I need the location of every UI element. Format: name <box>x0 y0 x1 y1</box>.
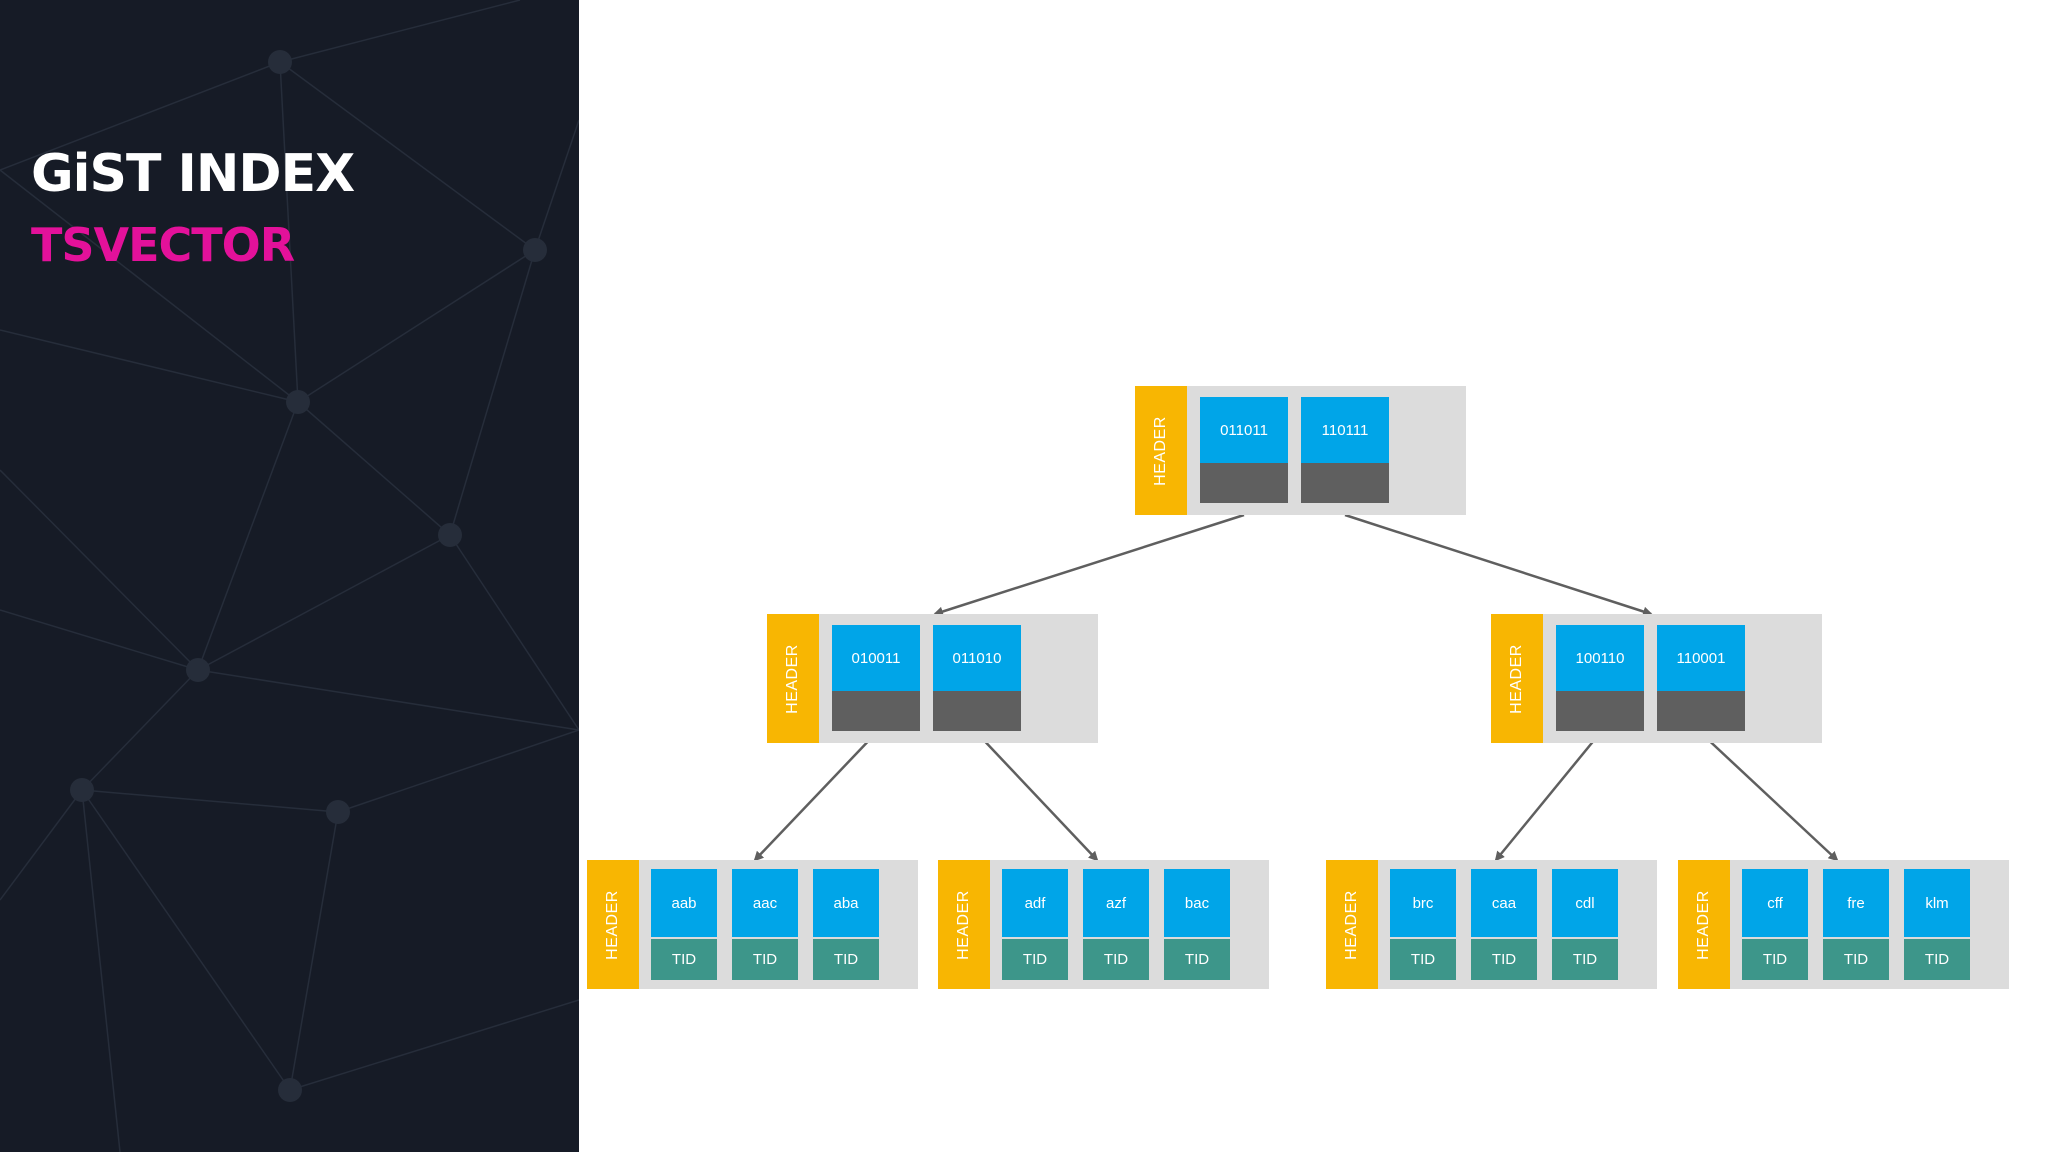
lexeme-key: caa <box>1471 869 1537 937</box>
lexeme-key: adf <box>1002 869 1068 937</box>
slide-title: GiST INDEX <box>31 144 355 204</box>
page-header: HEADER <box>767 614 819 743</box>
lexeme-key: cdl <box>1552 869 1618 937</box>
page-header-label: HEADER <box>784 643 801 714</box>
page-header-label: HEADER <box>1343 889 1360 960</box>
signature-key: 110001 <box>1657 625 1745 691</box>
signature-key: 011010 <box>933 625 1021 691</box>
tid-cell: TID <box>732 939 798 980</box>
tid-cell: TID <box>1471 939 1537 980</box>
title-sidebar: GiST INDEX TSVECTOR <box>0 0 579 1152</box>
index-entry: 011011 <box>1200 397 1288 503</box>
tid-cell: TID <box>651 939 717 980</box>
page-header: HEADER <box>1678 860 1730 989</box>
slide-subtitle: TSVECTOR <box>31 218 295 272</box>
page-header-label: HEADER <box>955 889 972 960</box>
page-header-label: HEADER <box>1508 643 1525 714</box>
tid-cell: TID <box>1742 939 1808 980</box>
page-header: HEADER <box>1491 614 1543 743</box>
tid-cell: TID <box>1002 939 1068 980</box>
signature-key: 010011 <box>832 625 920 691</box>
signature-key: 100110 <box>1556 625 1644 691</box>
child-pointer <box>1657 691 1745 731</box>
page-header-label: HEADER <box>1695 889 1712 960</box>
tid-cell: TID <box>813 939 879 980</box>
page-header: HEADER <box>1326 860 1378 989</box>
tid-cell: TID <box>1904 939 1970 980</box>
signature-key: 110111 <box>1301 397 1389 463</box>
child-pointer <box>933 691 1021 731</box>
child-pointer <box>1556 691 1644 731</box>
network-background-graphic <box>0 0 579 1152</box>
tid-cell: TID <box>1390 939 1456 980</box>
tid-cell: TID <box>1083 939 1149 980</box>
child-pointer <box>1301 463 1389 503</box>
page-header: HEADER <box>1135 386 1187 515</box>
lexeme-key: bac <box>1164 869 1230 937</box>
child-pointer <box>1200 463 1288 503</box>
lexeme-key: cff <box>1742 869 1808 937</box>
index-entry: 100110 <box>1556 625 1644 731</box>
lexeme-key: brc <box>1390 869 1456 937</box>
child-pointer <box>832 691 920 731</box>
lexeme-key: aab <box>651 869 717 937</box>
signature-key: 011011 <box>1200 397 1288 463</box>
lexeme-key: aba <box>813 869 879 937</box>
page-header: HEADER <box>587 860 639 989</box>
tid-cell: TID <box>1823 939 1889 980</box>
page-header-label: HEADER <box>1152 415 1169 486</box>
tid-cell: TID <box>1552 939 1618 980</box>
index-entry: 010011 <box>832 625 920 731</box>
lexeme-key: fre <box>1823 869 1889 937</box>
index-entry: 110111 <box>1301 397 1389 503</box>
lexeme-key: azf <box>1083 869 1149 937</box>
page-header-label: HEADER <box>604 889 621 960</box>
index-entry: 110001 <box>1657 625 1745 731</box>
page-header: HEADER <box>938 860 990 989</box>
lexeme-key: klm <box>1904 869 1970 937</box>
index-entry: 011010 <box>933 625 1021 731</box>
lexeme-key: aac <box>732 869 798 937</box>
tid-cell: TID <box>1164 939 1230 980</box>
